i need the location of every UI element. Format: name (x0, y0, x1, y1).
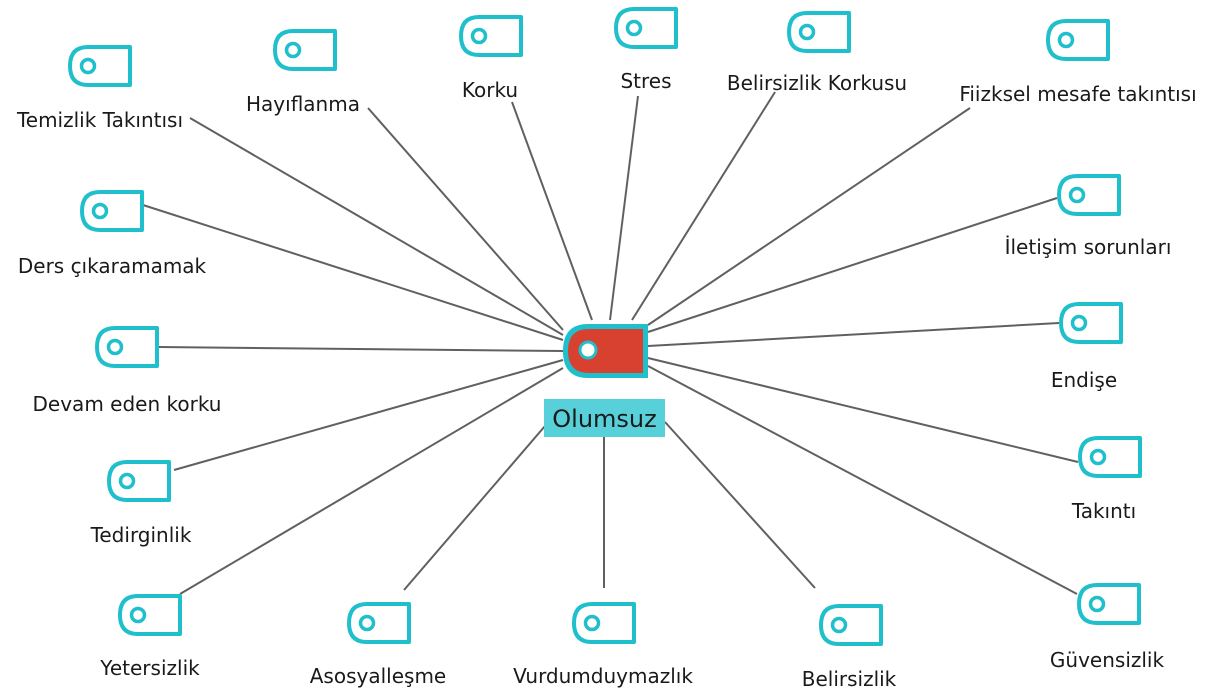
tag-icon[interactable] (68, 45, 132, 87)
tag-icon[interactable] (1046, 19, 1110, 61)
topic-label: Güvensizlik (1050, 648, 1165, 672)
topic-label: Belirsizlik Korkusu (727, 71, 907, 95)
connector-fiziksel-mesafe-takintisi (647, 107, 971, 326)
tag-icon[interactable] (459, 15, 523, 57)
topic-node-endise[interactable]: Endişe (1051, 302, 1123, 392)
topic-node-korku[interactable]: Korku (459, 15, 523, 102)
connector-yetersizlik (179, 367, 564, 595)
topic-node-vurdumduymazlik[interactable]: Vurdumduymazlık (513, 602, 693, 688)
connector-temizlik-takintisi (189, 117, 564, 336)
tag-icon[interactable] (787, 11, 851, 53)
topic-label: Tedirginlik (90, 523, 192, 547)
connector-endise (647, 322, 1060, 347)
topic-label: Asosyalleşme (310, 664, 446, 688)
topic-node-temizlik-takintisi[interactable]: Temizlik Takıntısı (16, 45, 183, 132)
tag-icon[interactable] (819, 604, 883, 646)
topic-label: İletişim sorunları (1005, 235, 1172, 259)
topic-node-tedirginlik[interactable]: Tedirginlik (90, 460, 192, 547)
connector-lines (142, 91, 1079, 595)
tag-icon[interactable] (572, 602, 636, 644)
tag-icon[interactable] (1059, 302, 1123, 344)
topic-node-belirsizlik[interactable]: Belirsizlik (802, 604, 897, 691)
topic-node-asosyallesme[interactable]: Asosyalleşme (310, 602, 446, 688)
topic-node-takinti[interactable]: Takıntı (1071, 436, 1142, 523)
connector-korku (511, 101, 593, 321)
topic-label: Endişe (1051, 368, 1117, 392)
topic-label: Devam eden korku (33, 392, 222, 416)
tag-icon[interactable] (273, 29, 337, 71)
central-topic[interactable]: Olumsuz (544, 324, 665, 437)
topic-label: Fiizksel mesafe takıntısı (959, 82, 1196, 106)
topic-node-fiziksel-mesafe-takintisi[interactable]: Fiizksel mesafe takıntısı (959, 19, 1197, 106)
topic-node-stres[interactable]: Stres (614, 7, 678, 93)
topic-node-guvensizlik[interactable]: Güvensizlik (1050, 583, 1165, 672)
connector-asosyallesme (403, 425, 546, 591)
tag-icon[interactable] (347, 602, 411, 644)
topic-node-yetersizlik[interactable]: Yetersizlik (99, 594, 200, 680)
tag-icon[interactable] (1077, 583, 1141, 625)
topic-node-belirsizlik-korkusu[interactable]: Belirsizlik Korkusu (727, 11, 907, 95)
center-label-background (544, 399, 665, 437)
connector-stres (609, 95, 639, 321)
connector-takinti (647, 357, 1079, 463)
topic-node-hayiflanma[interactable]: Hayıflanma (246, 29, 360, 116)
center-tag-hole (578, 340, 598, 360)
connector-ders-cikaramamak (142, 204, 564, 341)
connector-guvensizlik (647, 365, 1078, 595)
topic-label: Stres (620, 69, 671, 93)
connector-iletisim-sorunlari (647, 197, 1058, 333)
center-label: Olumsuz (552, 405, 656, 433)
tag-icon[interactable] (80, 190, 144, 232)
connector-hayiflanma (367, 107, 564, 331)
topic-label: Takıntı (1071, 499, 1136, 523)
topic-node-ders-cikaramamak[interactable]: Ders çıkaramamak (18, 190, 207, 278)
connector-belirsizlik-korkusu (631, 91, 776, 321)
topic-label: Yetersizlik (99, 656, 200, 680)
topic-label: Belirsizlik (802, 667, 897, 691)
topic-label: Ders çıkaramamak (18, 254, 207, 278)
connector-tedirginlik (173, 359, 564, 471)
tag-icon[interactable] (614, 7, 678, 49)
tag-icon[interactable] (1057, 174, 1121, 216)
tag-icon[interactable] (1078, 436, 1142, 478)
tag-icon[interactable] (118, 594, 182, 636)
connector-devam-eden-korku (157, 346, 564, 352)
topic-label: Korku (462, 78, 518, 102)
connector-belirsizlik (664, 421, 816, 589)
tag-icon[interactable] (95, 326, 159, 368)
topic-node-iletisim-sorunlari[interactable]: İletişim sorunları (1005, 174, 1172, 259)
topic-label: Temizlik Takıntısı (16, 108, 183, 132)
topic-label: Vurdumduymazlık (513, 664, 693, 688)
tag-icon[interactable] (107, 460, 171, 502)
topic-node-devam-eden-korku[interactable]: Devam eden korku (33, 326, 222, 416)
topic-label: Hayıflanma (246, 92, 360, 116)
